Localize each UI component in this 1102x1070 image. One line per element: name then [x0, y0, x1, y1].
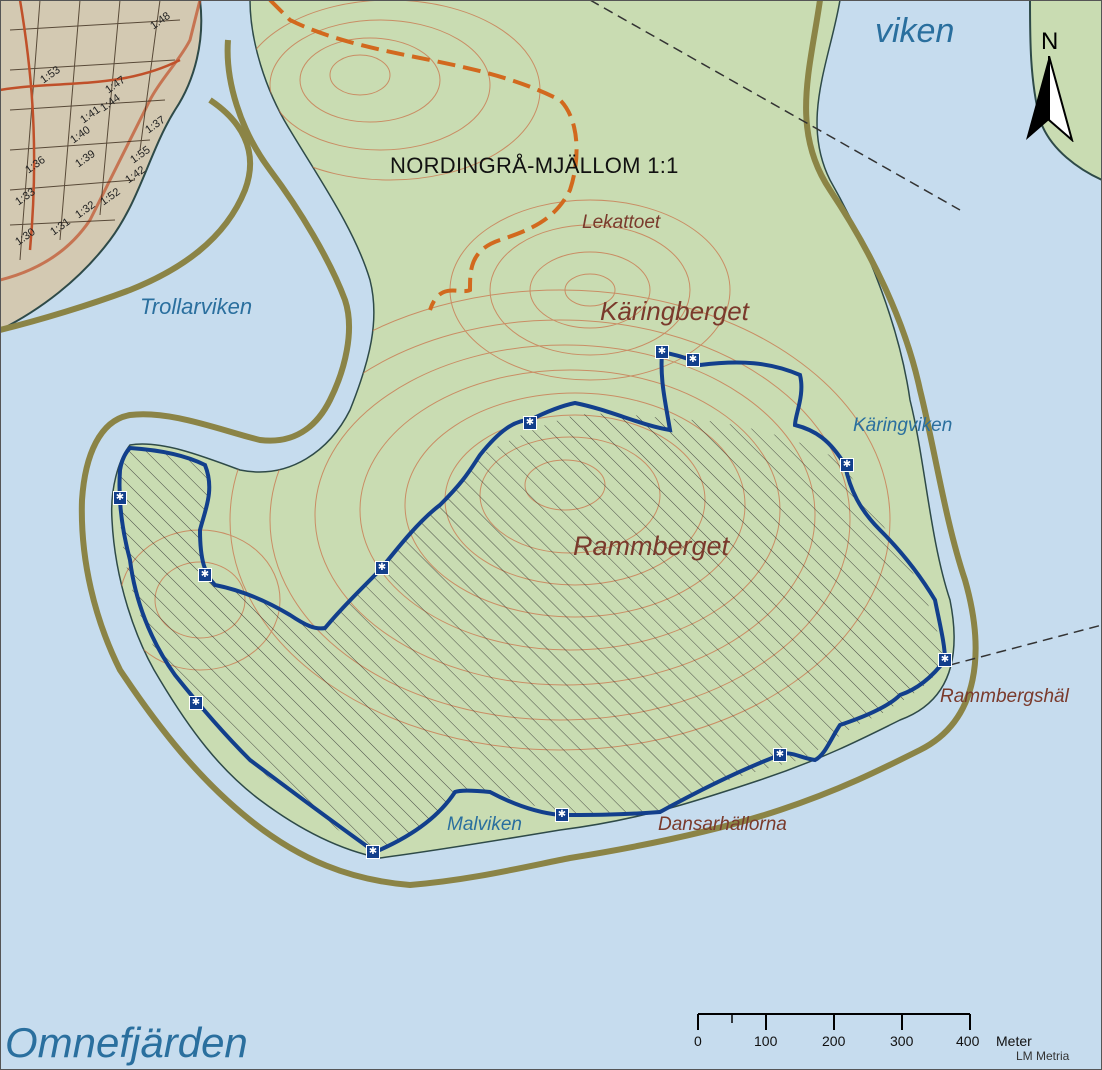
north-arrow-icon: N: [1022, 30, 1076, 142]
boundary-marker-icon: ✱: [655, 345, 669, 359]
boundary-marker-icon: ✱: [198, 568, 212, 582]
scale-tick-300: 300: [890, 1033, 914, 1049]
karingviken-label: Käringviken: [853, 415, 953, 436]
road-dashed-e: [949, 624, 1102, 666]
trollarviken-label: Trollarviken: [140, 294, 253, 319]
hatched-area: [119, 413, 945, 850]
property-label: NORDINGRÅ-MJÄLLOM 1:1: [390, 153, 679, 178]
omnefjarden-label: Omnefjärden: [5, 1019, 248, 1066]
rammberget-label: Rammberget: [573, 531, 730, 561]
boundary-marker-icon: ✱: [840, 458, 854, 472]
boundary-marker-icon: ✱: [366, 845, 380, 859]
property-line-west: [0, 0, 202, 282]
lekattoet-label: Lekattoet: [582, 212, 661, 233]
scale-tick-200: 200: [822, 1033, 846, 1049]
boundary-marker-icon: ✱: [523, 416, 537, 430]
scale-tick-100: 100: [754, 1033, 778, 1049]
boundary-marker-icon: ✱: [686, 353, 700, 367]
rammbergshallan-label: Rammbergshäl: [940, 686, 1069, 707]
boundary-marker-icon: ✱: [555, 808, 569, 822]
parcel-grid: [9, 0, 181, 261]
boundary-marker-icon: ✱: [375, 561, 389, 575]
scale-bar: 0 100 200 300 400 Meter: [690, 1010, 1050, 1060]
malviken-label: Malviken: [447, 814, 522, 835]
north-label: N: [1041, 28, 1059, 55]
settlement-land: [0, 0, 203, 332]
scale-tick-0: 0: [694, 1033, 702, 1049]
karingberget-label: Käringberget: [600, 296, 749, 326]
scale-unit: Meter: [996, 1033, 1032, 1049]
buffer-line-nw: [0, 97, 253, 333]
boundary-marker-icon: ✱: [773, 748, 787, 762]
buffer-line: [78, 0, 979, 889]
boundary-marker-icon: ✱: [938, 653, 952, 667]
scale-tick-400: 400: [956, 1033, 980, 1049]
boundary-marker-icon: ✱: [189, 696, 203, 710]
norrala-viken-label: viken: [875, 12, 955, 50]
road-dashed-ne: [589, 0, 961, 211]
property-line: [268, 0, 579, 311]
dansarhallorna-label: Dansarhällorna: [658, 814, 787, 835]
settlement-road: [0, 0, 181, 251]
boundary-marker-icon: ✱: [113, 491, 127, 505]
credit-label: LM Metria: [1016, 1049, 1070, 1063]
